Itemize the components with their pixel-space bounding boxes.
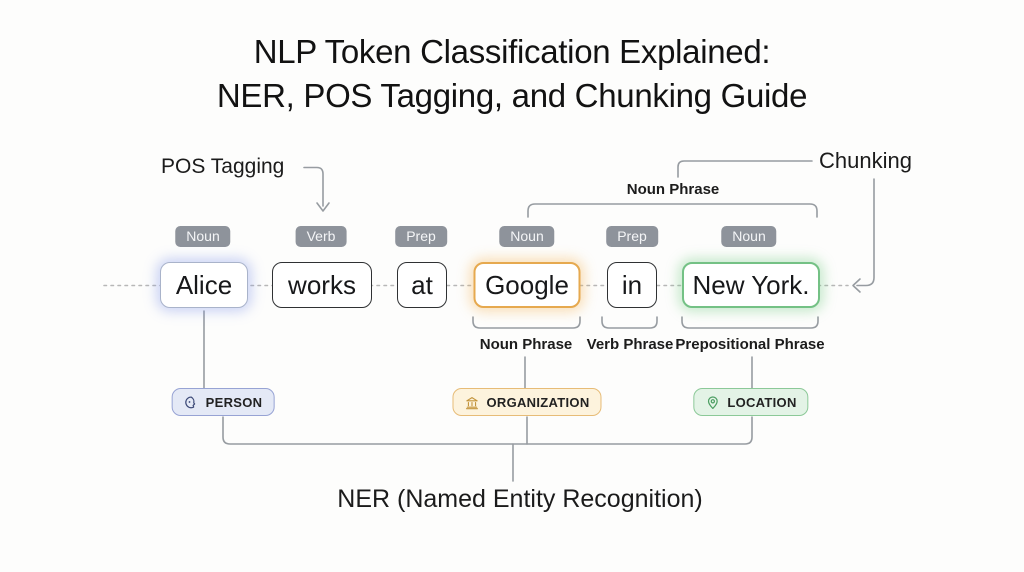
token-alice: Alice bbox=[160, 262, 248, 308]
pos-pill-prep-2: Prep bbox=[606, 226, 658, 247]
token-works: works bbox=[272, 262, 372, 308]
chunking-label: Chunking bbox=[819, 148, 912, 173]
token-at: at bbox=[397, 262, 447, 308]
token-in: in bbox=[607, 262, 657, 308]
prepositional-phrase-bracket bbox=[681, 316, 819, 329]
token-new-york: New York. bbox=[682, 262, 820, 308]
chunking-pointer-line bbox=[677, 160, 813, 178]
pos-pill-noun-2: Noun bbox=[499, 226, 555, 247]
person-head-icon bbox=[185, 395, 196, 408]
entity-badge-organization-label: ORGANIZATION bbox=[486, 394, 590, 410]
noun-phrase-bracket bbox=[472, 316, 581, 329]
pos-tagging-arrowhead-icon bbox=[316, 202, 330, 212]
verb-phrase-bracket bbox=[601, 316, 658, 329]
ner-rail-line bbox=[222, 416, 753, 445]
entity-badge-location-label: LOCATION bbox=[727, 394, 797, 410]
pos-pill-prep-1: Prep bbox=[395, 226, 447, 247]
entity-badge-person-label: PERSON bbox=[205, 394, 263, 410]
pos-tagging-label: POS Tagging bbox=[161, 155, 285, 178]
bank-icon bbox=[465, 396, 478, 409]
pos-pill-verb: Verb bbox=[295, 226, 347, 247]
chunk-top-bracket bbox=[527, 203, 818, 218]
verb-phrase-label: Verb Phrase bbox=[586, 336, 674, 353]
page-title-line2: NER, POS Tagging, and Chunking Guide bbox=[216, 77, 808, 114]
pos-pill-noun-3: Noun bbox=[721, 226, 777, 247]
token-google: Google bbox=[473, 262, 581, 308]
chunking-arrowhead-icon bbox=[852, 278, 861, 293]
ner-caption: NER (Named Entity Recognition) bbox=[337, 485, 703, 513]
chunk-noun-phrase-label: Noun Phrase bbox=[626, 181, 720, 198]
pos-tagging-arrow-line bbox=[303, 166, 324, 207]
page-title: NLP Token Classification Explained: NER,… bbox=[0, 30, 1024, 118]
pos-pill-noun-1: Noun bbox=[175, 226, 231, 247]
noun-phrase-label: Noun Phrase bbox=[479, 336, 573, 353]
entity-badge-person: PERSON bbox=[171, 388, 275, 416]
entity-badge-organization: ORGANIZATION bbox=[452, 388, 602, 416]
page-title-line1: NLP Token Classification Explained: bbox=[253, 33, 771, 70]
location-pin-icon bbox=[707, 395, 718, 409]
entity-badge-location: LOCATION bbox=[693, 388, 809, 416]
chunking-arrow-line bbox=[856, 178, 875, 287]
prepositional-phrase-label: Prepositional Phrase bbox=[675, 336, 825, 353]
